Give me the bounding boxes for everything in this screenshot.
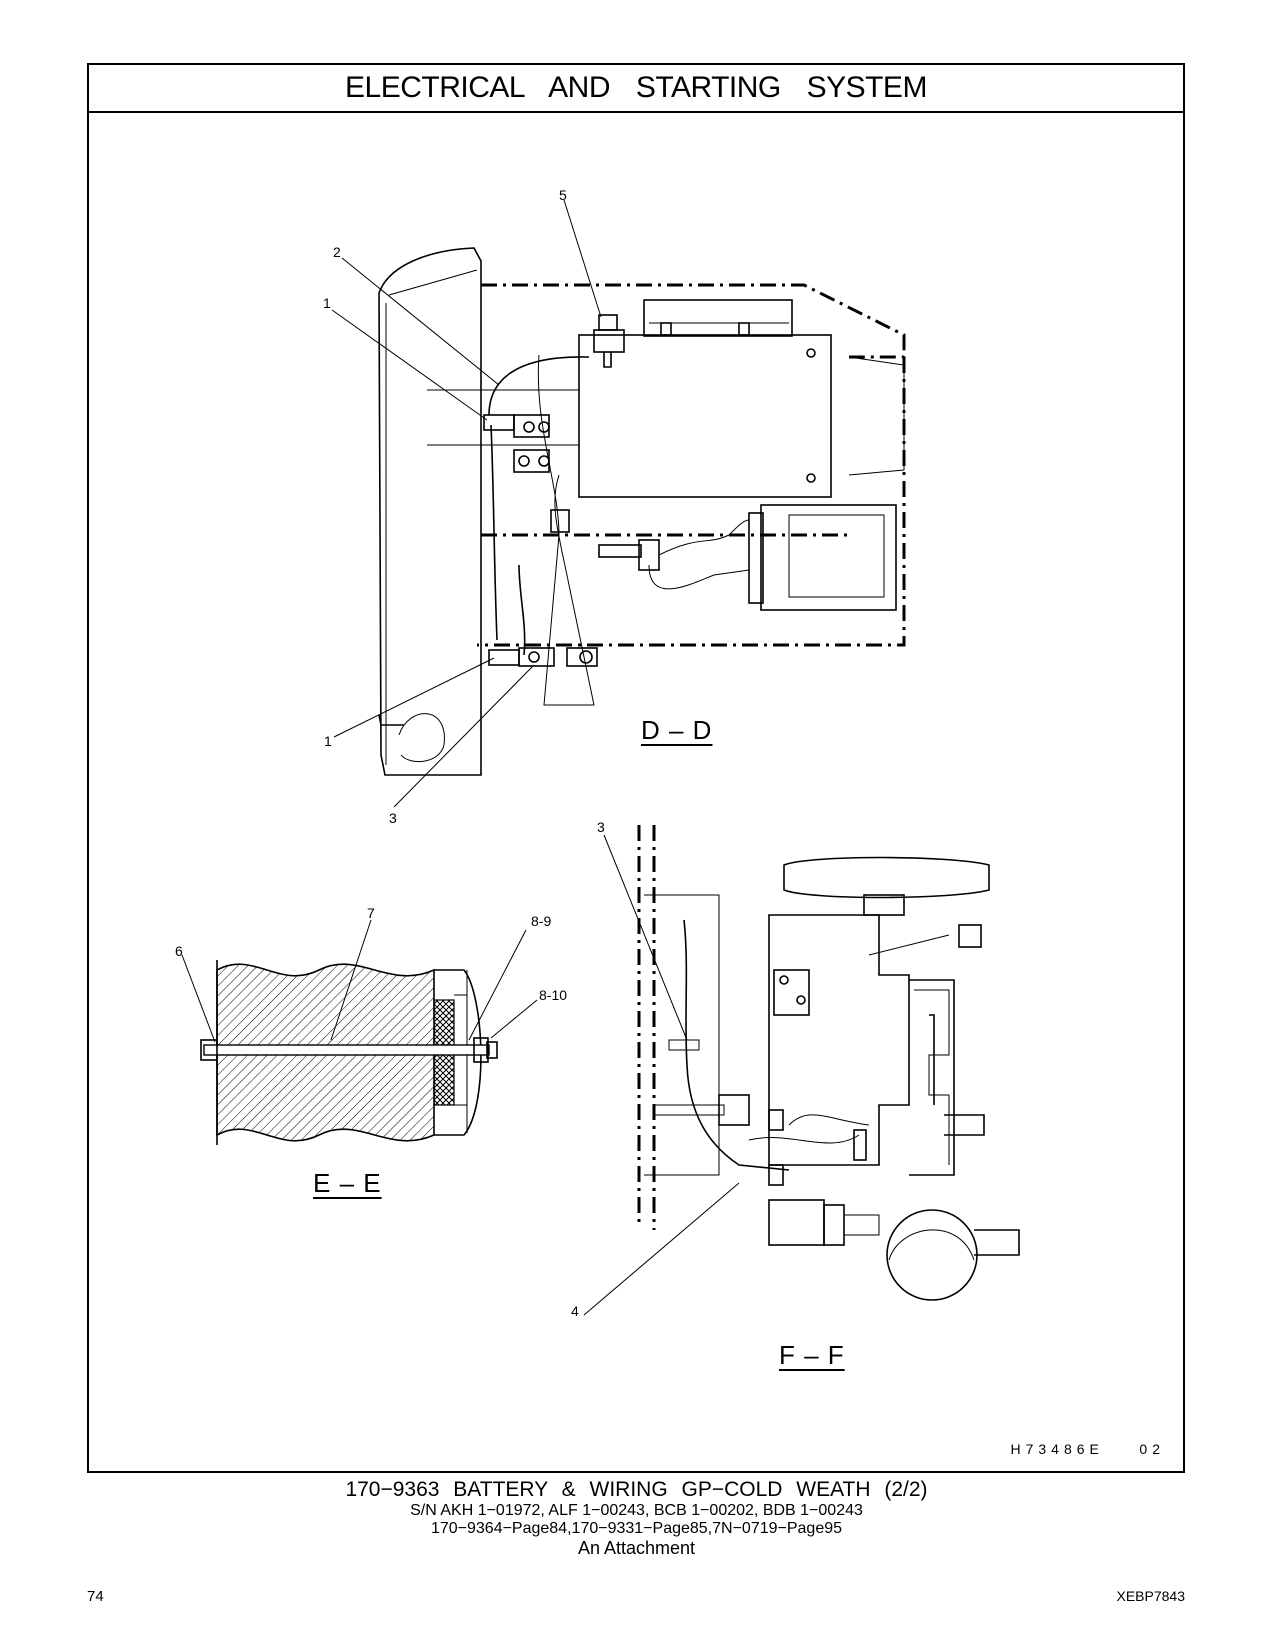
view-label-ff: F – F [779,1340,845,1370]
caption-attachment-note: An Attachment [577,1538,696,1558]
callout-ee-6: 6 [175,943,183,959]
drawing-frame: ELECTRICAL AND STARTING SYSTEM [87,63,1185,1473]
view-ff-drawing [637,825,1020,1301]
page-title: ELECTRICAL AND STARTING SYSTEM [89,65,1183,113]
callout-dd-1-top: 1 [323,295,331,311]
figure-caption: 170−9363 BATTERY & WIRING GP−COLD WEATH … [0,1478,1273,1558]
drawing-id: H73486E 02 [1010,1441,1165,1457]
callout-ee-8-9: 8-9 [531,913,552,929]
technical-drawing [181,199,1020,1316]
view-ee-drawing [200,960,498,1145]
view-dd-drawing [378,247,906,776]
caption-page-references: 170−9364−Page84,170−9331−Page85,7N−0719−… [430,1520,843,1537]
document-number: XEBP7843 [1116,1588,1186,1604]
callout-ee-8-10: 8-10 [539,987,568,1003]
callout-dd-2: 2 [333,244,341,260]
callout-dd-5: 5 [559,187,567,203]
callout-dd-1-bottom: 1 [324,733,332,749]
callout-ee-7: 7 [367,905,375,921]
view-label-ee: E – E [313,1168,382,1198]
callout-ff-3: 3 [597,819,605,835]
page-number: 74 [87,1588,104,1605]
caption-part-title: 170−9363 BATTERY & WIRING GP−COLD WEATH … [345,1478,928,1501]
view-label-dd: D – D [641,715,713,745]
caption-serial-numbers: S/N AKH 1−01972, ALF 1−00243, BCB 1−0020… [410,1502,863,1519]
callout-dd-3: 3 [389,810,397,826]
callout-ff-4: 4 [571,1303,579,1319]
